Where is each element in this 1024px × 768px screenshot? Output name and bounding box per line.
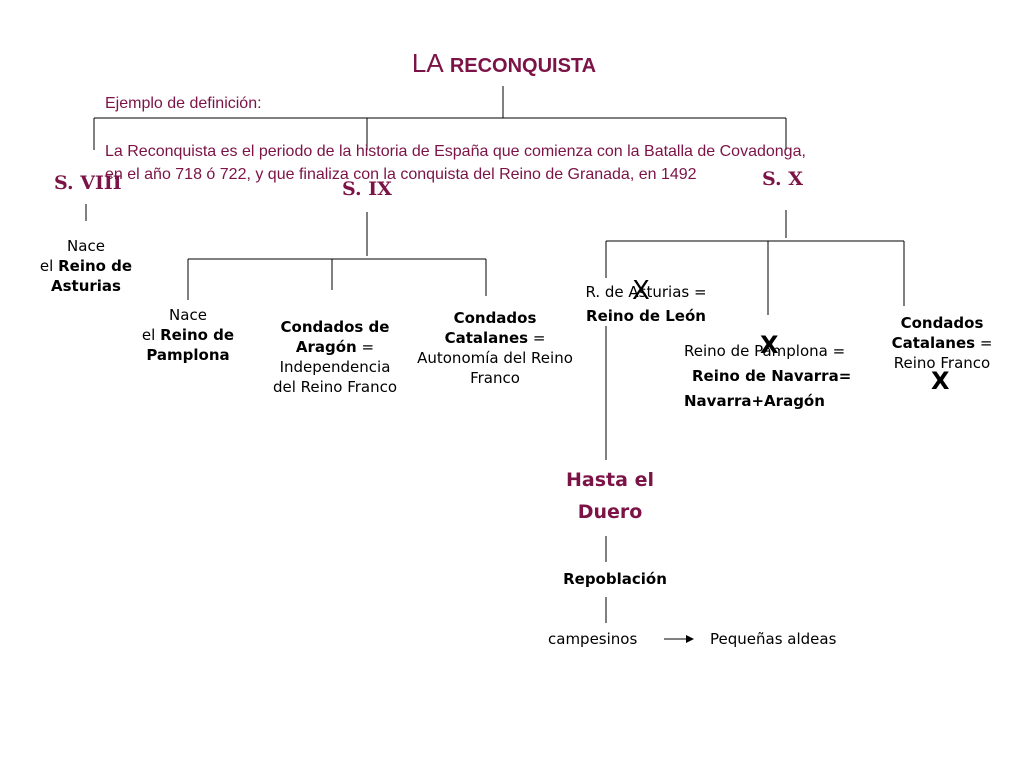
node-line: Reino de León <box>560 304 732 328</box>
node-line: Independencia <box>279 358 391 376</box>
node-line: Franco <box>470 369 520 387</box>
node-duero: Hasta el Duero <box>540 464 680 528</box>
node-s9-pamplona: Nace el Reino de Pamplona <box>128 305 248 365</box>
node-text: = <box>528 329 546 347</box>
node-bold-text: Condados <box>900 314 984 332</box>
node-line: Reino Franco <box>893 354 991 372</box>
node-bold-text: Aragón <box>295 338 357 356</box>
node-line: Catalanes = <box>874 333 1010 353</box>
node-bold-text: Catalanes <box>891 334 976 352</box>
node-bold-text: Pamplona <box>146 346 230 364</box>
definition-line1: La Reconquista es el periodo de la histo… <box>105 143 806 160</box>
century-s10: S. X <box>762 168 804 190</box>
node-bold-text: Repoblación <box>563 570 667 588</box>
node-repoblacion: Repoblación <box>540 569 690 589</box>
node-s9-catalanes: Condados Catalanes = Autonomía del Reino… <box>402 308 588 388</box>
node-text: = <box>356 338 375 356</box>
node-line: Navarra+Aragón <box>684 389 884 414</box>
node-bold-text: Catalanes <box>444 329 529 347</box>
node-line: Reino de Navarra= <box>684 364 884 389</box>
title-part1: LA <box>411 48 444 78</box>
cross-mark: X <box>931 367 950 395</box>
title-part2: RECONQUISTA <box>449 55 597 77</box>
node-bold-text: Navarra+Aragón <box>684 392 825 410</box>
node-bold-text: Reino de Navarra= <box>692 367 852 385</box>
node-line: Catalanes = <box>402 328 588 348</box>
node-bold-text: Reino de <box>160 326 235 344</box>
node-line: el Reino de <box>30 256 142 276</box>
node-s10-asturias: R. de Asturias = Reino de León <box>560 280 732 328</box>
node-s9-aragon: Condados de Aragón = Independencia del R… <box>258 317 412 397</box>
node-line: Condados <box>874 313 1010 333</box>
node-line: el Reino de <box>128 325 248 345</box>
node-line: Nace <box>67 237 105 255</box>
node-bold-text: Reino de <box>58 257 133 275</box>
node-bold-text: Asturias <box>51 277 121 295</box>
node-line: Pamplona <box>128 345 248 365</box>
definition-heading: Ejemplo de definición: <box>105 95 262 112</box>
node-bold-text: Reino de León <box>586 307 706 325</box>
century-s8: S. VIII <box>54 172 122 194</box>
node-line: Autonomía del Reino <box>417 349 573 367</box>
node-line: Reino de Pamplona = <box>684 342 846 360</box>
node-aldeas: Pequeñas aldeas <box>710 630 837 648</box>
node-line: del Reino Franco <box>272 378 398 396</box>
node-text: el <box>39 257 59 275</box>
node-line: Aragón = <box>258 337 412 357</box>
node-line: Condados de <box>258 317 412 337</box>
century-s9: S. IX <box>342 178 392 200</box>
cross-mark: X <box>760 331 779 359</box>
node-s8-asturias: Nace el Reino de Asturias <box>30 236 142 296</box>
node-bold-text: Condados de <box>280 318 390 336</box>
node-line: Duero <box>577 501 643 523</box>
node-line: R. de Asturias = <box>585 283 707 301</box>
definition-line2: en el año 718 ó 722, y que finaliza con … <box>105 166 697 183</box>
arrow-head <box>686 635 694 643</box>
page-title: LA RECONQUISTA <box>0 48 1008 79</box>
node-campesinos: campesinos <box>548 630 638 648</box>
node-text: = <box>975 334 993 352</box>
node-line: Nace <box>169 306 207 324</box>
node-s10-catalanes: Condados Catalanes = Reino Franco <box>874 313 1010 373</box>
node-text: el <box>141 326 161 344</box>
cross-mark: X <box>632 276 650 306</box>
node-bold-text: Condados <box>453 309 537 327</box>
node-line: Hasta el <box>566 469 654 491</box>
node-line: Condados <box>402 308 588 328</box>
node-s10-pamplona: Reino de Pamplona = Reino de Navarra= Na… <box>684 339 884 414</box>
node-line: Asturias <box>30 276 142 296</box>
